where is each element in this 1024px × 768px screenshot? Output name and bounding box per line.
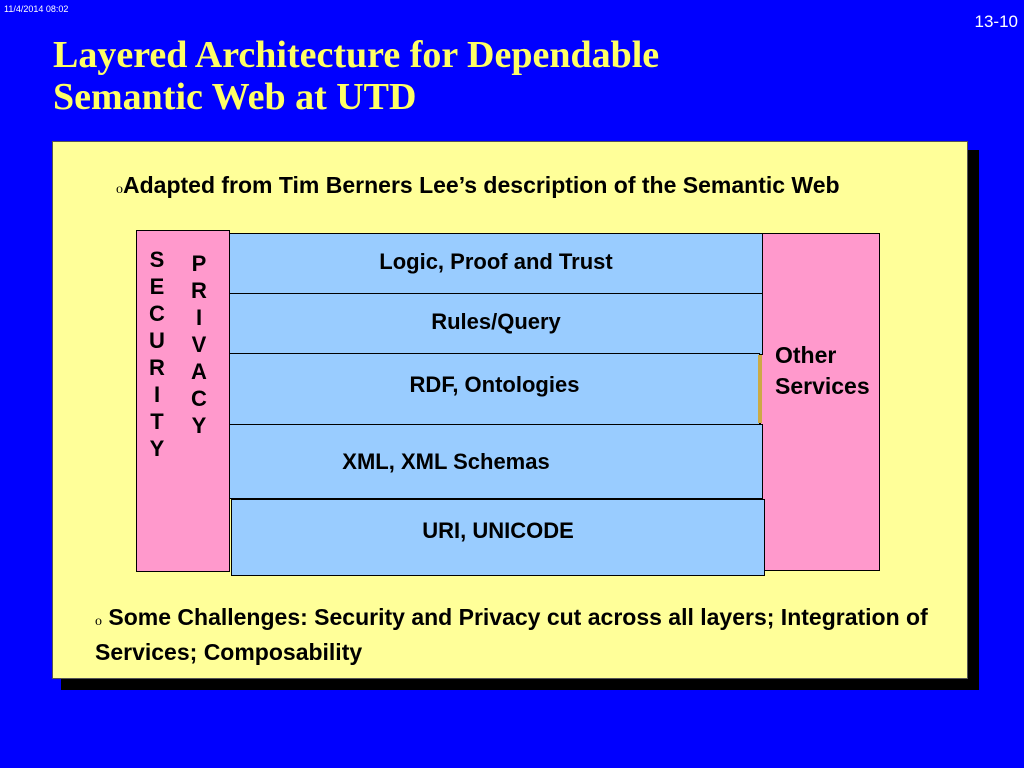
security-letter: U xyxy=(149,328,165,353)
layer-rules-query: Rules/Query xyxy=(229,293,763,355)
security-letter: I xyxy=(153,382,161,407)
layer-edge-accent xyxy=(758,355,762,423)
privacy-label: P R I V A C Y xyxy=(189,250,209,439)
layer-label: RDF, Ontologies xyxy=(409,372,580,397)
layer-uri-unicode: URI, UNICODE xyxy=(231,499,765,576)
title-line-2: Semantic Web at UTD xyxy=(53,76,417,118)
privacy-letter: A xyxy=(191,359,207,384)
intro-text: Adapted from Tim Berners Lee’s descripti… xyxy=(123,172,840,198)
privacy-letter: I xyxy=(195,305,203,330)
layer-label: URI, UNICODE xyxy=(422,517,574,543)
title-line-1: Layered Architecture for Dependable xyxy=(53,34,660,76)
other-services-label: Other Services xyxy=(775,342,870,399)
security-letter: R xyxy=(149,355,165,380)
other-services-column xyxy=(760,233,880,571)
privacy-letter: V xyxy=(191,332,207,357)
security-privacy-column xyxy=(136,230,230,572)
bullet-marker: o xyxy=(95,614,102,629)
challenges-bullet: o Some Challenges: Security and Privacy … xyxy=(95,602,965,668)
layer-rdf-ontologies: RDF, Ontologies xyxy=(229,353,760,425)
slide-number: 13-10 xyxy=(974,12,1018,31)
security-label: S E C U R I T Y xyxy=(147,246,167,462)
security-letter: C xyxy=(149,301,165,326)
slide-date: 11/4/2014 08:02 xyxy=(4,4,69,14)
slide-title: Layered Architecture for Dependable Sema… xyxy=(53,34,953,118)
security-letter: T xyxy=(150,409,164,434)
layer-xml-schemas: XML, XML Schemas xyxy=(229,424,763,499)
privacy-letter: C xyxy=(191,386,207,411)
intro-bullet: oAdapted from Tim Berners Lee’s descript… xyxy=(116,172,840,199)
layer-label: XML, XML Schemas xyxy=(342,448,550,474)
layer-logic-proof-trust: Logic, Proof and Trust xyxy=(229,233,763,295)
privacy-letter: R xyxy=(191,278,207,303)
layer-label: Logic, Proof and Trust xyxy=(379,249,613,274)
challenges-text: Some Challenges: Security and Privacy cu… xyxy=(95,604,928,665)
privacy-letter: P xyxy=(191,251,207,276)
security-letter: Y xyxy=(149,436,165,461)
security-letter: S xyxy=(149,247,165,272)
bullet-marker: o xyxy=(116,182,123,197)
security-letter: E xyxy=(149,274,165,299)
privacy-letter: Y xyxy=(191,413,207,438)
layer-label: Rules/Query xyxy=(431,309,561,334)
